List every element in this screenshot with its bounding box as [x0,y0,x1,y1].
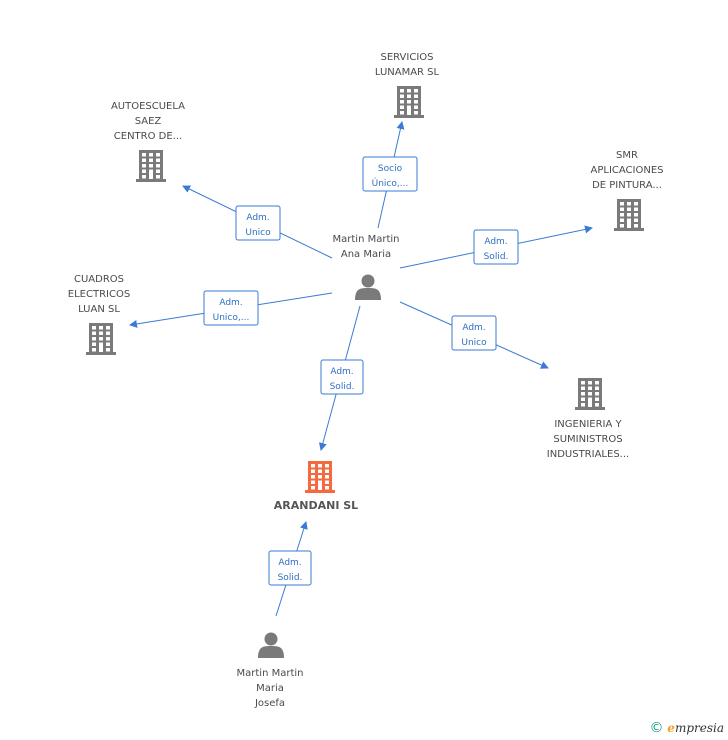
edge-label-box [473,229,519,265]
node-label-text: Josefa [254,698,285,709]
node-label-text: APLICACIONES [591,165,664,176]
node-label-text: SUMINISTROS [553,434,622,445]
node-label-text: Martin Martin [237,668,304,679]
edge-label-text: Solid. [484,252,509,262]
node-label-text: LUNAMAR SL [375,67,440,78]
edge-label-text: Adm. [462,323,485,333]
edge-label-box [362,156,418,192]
copyright-icon: © [649,720,664,736]
edge-label-box [451,315,497,351]
edge-label-text: Solid. [278,573,303,583]
node-ingenieria[interactable]: INGENIERIA Y SUMINISTROS INDUSTRIALES... [547,378,629,460]
edge-label-text: Unico,... [213,313,250,323]
building-icon [86,323,116,355]
node-label-text: ARANDANI SL [274,499,358,512]
building-icon [136,150,166,182]
relation-edge-e_ingenieria[interactable]: Adm. Unico [399,301,549,369]
relation-edge-e_arandani[interactable]: Adm. Solid. [318,305,364,451]
node-label-text: DE PINTURA... [592,180,662,191]
edges-layer: SocioÚnico,...Adm.UnicoAdm.Solid.Adm.Uni… [129,121,593,617]
edge-label-box [203,290,259,326]
edge-label-text: Adm. [278,558,301,568]
node-label-text: SAEZ [135,116,162,127]
node-label-text: Maria [256,683,284,694]
edge-label-text: Unico [461,338,487,348]
edge-label-text: Adm. [246,213,269,223]
node-label-text: INGENIERIA Y [554,419,622,430]
brand-logo: empresia [667,721,724,735]
node-servicios[interactable]: SERVICIOS LUNAMAR SL [375,52,440,118]
node-label-text: ELECTRICOS [68,289,130,300]
relation-edge-e_autoescuela[interactable]: Adm. Unico [182,185,333,259]
edge-label-text: Adm. [330,367,353,377]
node-label-text: SMR [616,150,638,161]
node-arandani[interactable]: ARANDANI SL [274,461,358,512]
edge-label-box [235,205,281,241]
building-icon [575,378,605,410]
node-label-text: CENTRO DE... [114,131,182,142]
node-label-text: Ana Maria [341,249,391,260]
building-icon [394,86,424,118]
footer-brand: © empresia [649,720,724,736]
edge-label-text: Solid. [330,382,355,392]
node-label-text: Martin Martin [333,234,400,245]
edge-label-box [268,550,312,586]
edge-label-text: Adm. [484,237,507,247]
edge-label-text: Socio [378,164,403,174]
relation-edge-e_smr[interactable]: Adm. Solid. [399,225,593,269]
node-label-text: SERVICIOS [380,52,433,63]
edge-label-box [320,359,364,395]
node-cuadros[interactable]: CUADROS ELECTRICOS LUAN SL [68,274,130,355]
relation-edge-e_josefa[interactable]: Adm. Solid. [268,521,312,617]
node-label-text: CUADROS [74,274,124,285]
person-icon [355,274,381,300]
relation-edge-e_servicios[interactable]: SocioÚnico,... [362,121,418,229]
building-icon [614,199,644,231]
node-autoescuela[interactable]: AUTOESCUELA SAEZ CENTRO DE... [111,101,185,182]
person-icon [258,632,284,658]
edge-label-text: Unico [245,228,271,238]
edge-label-text: Adm. [219,298,242,308]
building-icon [305,461,335,493]
edge-label-text: Único,... [372,177,409,189]
relation-edge-e_cuadros[interactable]: Adm. Unico,... [129,290,333,328]
node-label-text: LUAN SL [78,304,120,315]
node-label-text: INDUSTRIALES... [547,449,629,460]
node-label-text: AUTOESCUELA [111,101,185,112]
node-smr[interactable]: SMR APLICACIONES DE PINTURA... [591,150,664,231]
